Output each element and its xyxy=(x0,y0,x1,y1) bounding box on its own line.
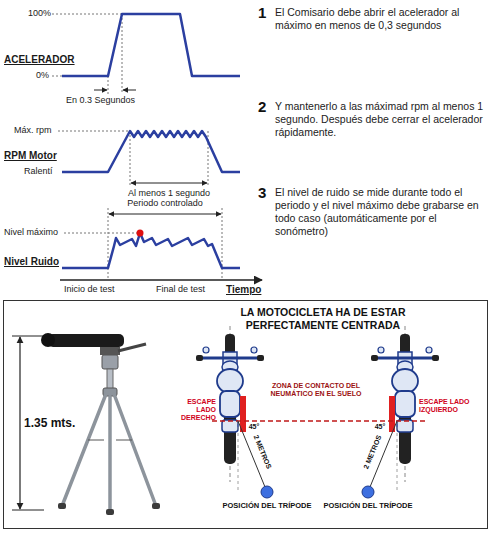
note-text: El Comisario debe abrir el acelerador al… xyxy=(275,6,485,32)
axis-value: Nivel máximo xyxy=(4,227,64,238)
tripod xyxy=(12,333,160,515)
duration-label: Periodo controlado xyxy=(110,198,220,209)
dimension-label: 1.35 mts. xyxy=(24,416,90,430)
exhaust-label: ESCAPE LADO IZQUIERDO xyxy=(419,398,473,414)
dimension-arrows xyxy=(60,90,262,280)
time-marker: Inicio de test xyxy=(64,284,130,295)
duration-label: En 0.3 Segundos xyxy=(66,95,146,106)
position-label: POSICIÓN DEL TRÍPODE xyxy=(313,501,423,510)
axis-title: Tiempo xyxy=(226,284,270,296)
angle-label: 45° xyxy=(246,423,262,431)
note-text: Y mantenerlo a las máximad rpm al menos … xyxy=(275,100,485,139)
frame-panel: LA MOTOCICLETA HA DE ESTAR PERFECTAMENTE… xyxy=(3,300,488,529)
callout-number: 2 xyxy=(258,98,272,116)
distance-label: 2 METROS xyxy=(361,430,386,474)
distance-label: 2 METROS xyxy=(250,430,275,474)
callout-number: 1 xyxy=(258,4,272,22)
zone-label: ZONA DE CONTACTO DEL NEUMÁTICO EN EL SUE… xyxy=(266,382,366,398)
exhaust xyxy=(389,396,395,432)
panel-heading: LA MOTOCICLETA HA DE ESTAR PERFECTAMENTE… xyxy=(208,306,438,332)
exhaust-label: ESCAPE LADO DERECHO xyxy=(168,398,216,422)
max-dot xyxy=(137,230,144,237)
tripod-positions xyxy=(238,421,397,498)
callout-number: 3 xyxy=(258,184,272,202)
duration-label: Al menos 1 segundo xyxy=(114,188,224,199)
time-marker: Final de test xyxy=(156,284,218,295)
axis-value: 0% xyxy=(36,70,56,81)
axis-value: 100% xyxy=(28,8,54,19)
axis-value: Ralentí xyxy=(24,166,60,177)
signal-traces xyxy=(62,14,240,268)
graph-title: Nivel Ruido xyxy=(4,256,66,268)
contact-line xyxy=(212,420,428,422)
position-label: POSICIÓN DEL TRÍPODE xyxy=(212,501,322,510)
graph-title: RPM Motor xyxy=(4,150,64,162)
axis-value: Máx. rpm xyxy=(14,125,58,136)
angle-label: 45° xyxy=(372,423,388,431)
note-text: El nivel de ruido se mide durante todo e… xyxy=(275,186,485,239)
graph-title: ACELERADOR xyxy=(4,54,74,66)
